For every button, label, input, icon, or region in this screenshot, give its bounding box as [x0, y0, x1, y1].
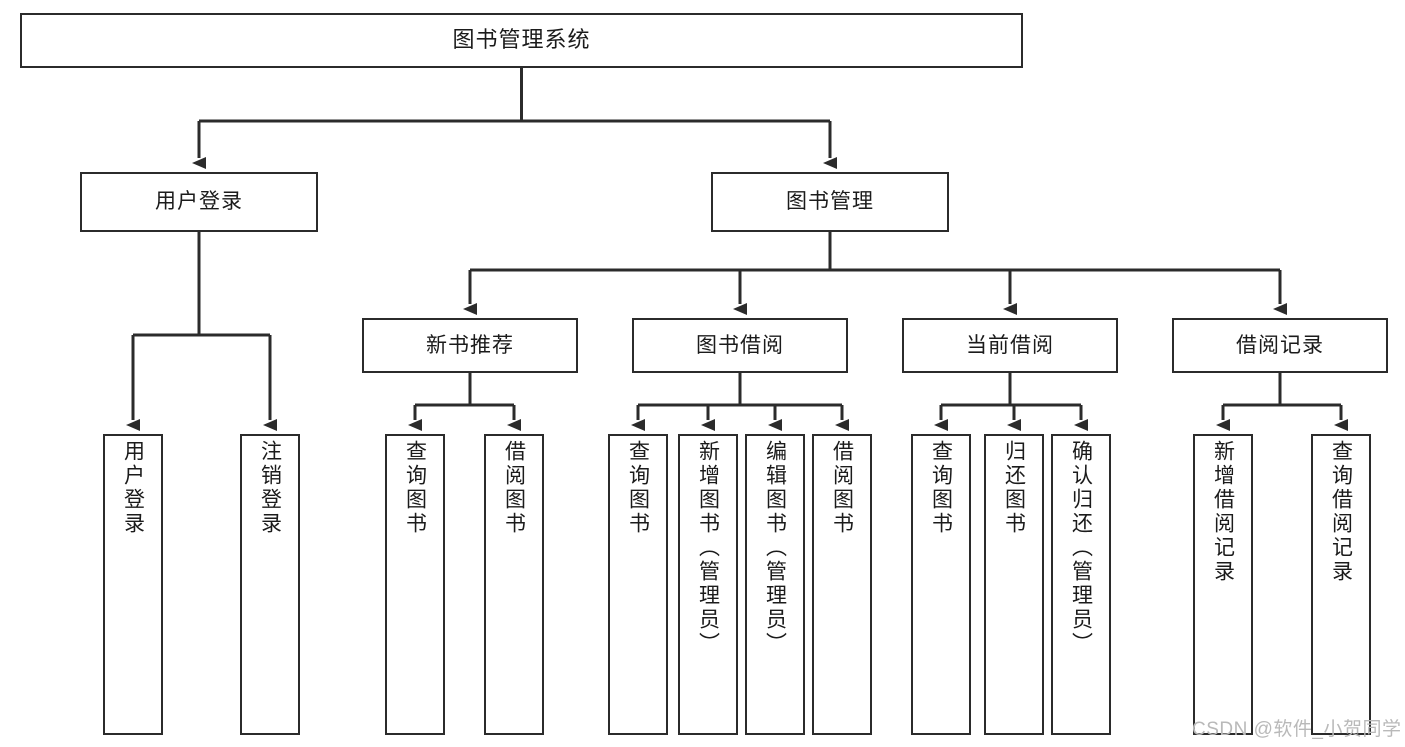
node-new-book-rec[interactable]: 新书推荐 [362, 318, 578, 373]
node-label: 编辑图书（管理员） [763, 440, 787, 656]
node-book-manage[interactable]: 图书管理 [711, 172, 949, 232]
node-user-login[interactable]: 用户登录 [80, 172, 318, 232]
node-label: 查询图书 [626, 440, 650, 536]
node-label: 新增图书（管理员） [696, 440, 720, 656]
node-label: 查询借阅记录 [1329, 440, 1353, 584]
node-leaf-return-book[interactable]: 归还图书 [984, 434, 1044, 735]
node-leaf-confirm-return[interactable]: 确认归还（管理员） [1051, 434, 1111, 735]
node-label: 图书管理系统 [452, 27, 591, 53]
node-label: 新增借阅记录 [1211, 440, 1235, 584]
node-leaf-add-book[interactable]: 新增图书（管理员） [678, 434, 738, 735]
node-leaf-query-record[interactable]: 查询借阅记录 [1311, 434, 1371, 735]
node-leaf-query-book-2[interactable]: 查询图书 [608, 434, 668, 735]
node-leaf-user-logout[interactable]: 注销登录 [240, 434, 300, 735]
node-label: 确认归还（管理员） [1069, 440, 1093, 656]
node-label: 用户登录 [121, 440, 145, 536]
node-label: 注销登录 [258, 440, 282, 536]
node-label: 用户登录 [155, 190, 243, 214]
node-label: 借阅记录 [1236, 333, 1324, 357]
node-current-borrow[interactable]: 当前借阅 [902, 318, 1118, 373]
node-label: 图书借阅 [696, 333, 784, 357]
node-leaf-borrow-book-1[interactable]: 借阅图书 [484, 434, 544, 735]
node-label: 归还图书 [1002, 440, 1026, 536]
node-label: 查询图书 [929, 440, 953, 536]
node-label: 新书推荐 [426, 333, 514, 357]
node-label: 借阅图书 [502, 440, 526, 536]
node-leaf-query-book-1[interactable]: 查询图书 [385, 434, 445, 735]
node-leaf-query-book-3[interactable]: 查询图书 [911, 434, 971, 735]
node-label: 借阅图书 [830, 440, 854, 536]
node-root[interactable]: 图书管理系统 [20, 13, 1023, 68]
node-book-borrow[interactable]: 图书借阅 [632, 318, 848, 373]
node-borrow-record[interactable]: 借阅记录 [1172, 318, 1388, 373]
node-label: 当前借阅 [966, 333, 1054, 357]
node-leaf-edit-book[interactable]: 编辑图书（管理员） [745, 434, 805, 735]
node-label: 图书管理 [786, 190, 874, 214]
node-leaf-user-login[interactable]: 用户登录 [103, 434, 163, 735]
node-leaf-borrow-book-2[interactable]: 借阅图书 [812, 434, 872, 735]
node-leaf-add-record[interactable]: 新增借阅记录 [1193, 434, 1253, 735]
node-label: 查询图书 [403, 440, 427, 536]
watermark-text: CSDN @软件_小贺同学 [1192, 719, 1402, 740]
